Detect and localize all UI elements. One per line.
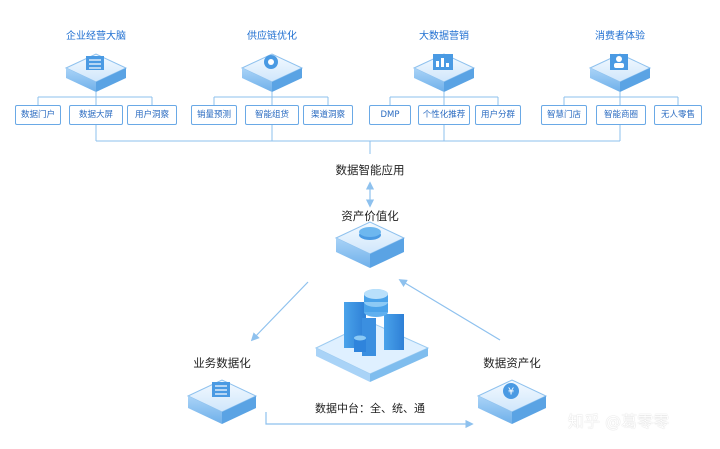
data-intelligence-app-label: 数据智能应用	[335, 163, 405, 177]
bus-lines	[95, 125, 621, 154]
group-title-4: 消费者体验	[595, 31, 645, 42]
group-4-item-3: 无人零售	[654, 105, 702, 125]
group-1-item-3: 用户洞察	[127, 105, 177, 125]
group-3-item-1: DMP	[369, 105, 411, 125]
group-title-2: 供应链优化	[247, 31, 297, 42]
group-3-item-2: 个性化推荐	[418, 105, 470, 125]
group-2-item-1: 销量预测	[191, 105, 237, 125]
data-asset-icon: ¥	[476, 379, 548, 424]
group-4-item-2: 智能商圈	[596, 105, 646, 125]
group-3-item-3: 用户分群	[475, 105, 521, 125]
group-icon-2	[240, 53, 304, 92]
group-icon-1	[64, 53, 128, 92]
group-1-item-2: 数据大屏	[69, 105, 123, 125]
data-platform-illustration	[314, 289, 430, 382]
group-2-item-3: 渠道洞察	[303, 105, 353, 125]
group-2-item-2: 智能组货	[245, 105, 299, 125]
watermark: 知乎 @葛零零	[568, 412, 670, 431]
business-data-label: 业务数据化	[193, 356, 251, 370]
group-1-item-1: 数据门户	[15, 105, 61, 125]
svg-text:¥: ¥	[508, 387, 514, 398]
data-asset-label: 数据资产化	[483, 356, 541, 370]
arrow-business-to-asset	[265, 412, 474, 429]
arrow-to-business	[250, 281, 309, 342]
group-4-item-1: 智慧门店	[541, 105, 587, 125]
group-icon-3	[412, 53, 476, 92]
group-tree-lines	[37, 92, 679, 105]
business-data-icon	[186, 379, 258, 424]
data-platform-label: 数据中台：全、统、通	[315, 402, 425, 415]
arrow-to-asset-value	[398, 279, 501, 341]
group-title-1: 企业经营大脑	[66, 31, 126, 42]
asset-value-label: 资产价值化	[341, 209, 399, 223]
asset-value-icon	[334, 221, 406, 268]
group-title-3: 大数据营销	[419, 31, 469, 42]
group-icon-4	[588, 53, 652, 92]
